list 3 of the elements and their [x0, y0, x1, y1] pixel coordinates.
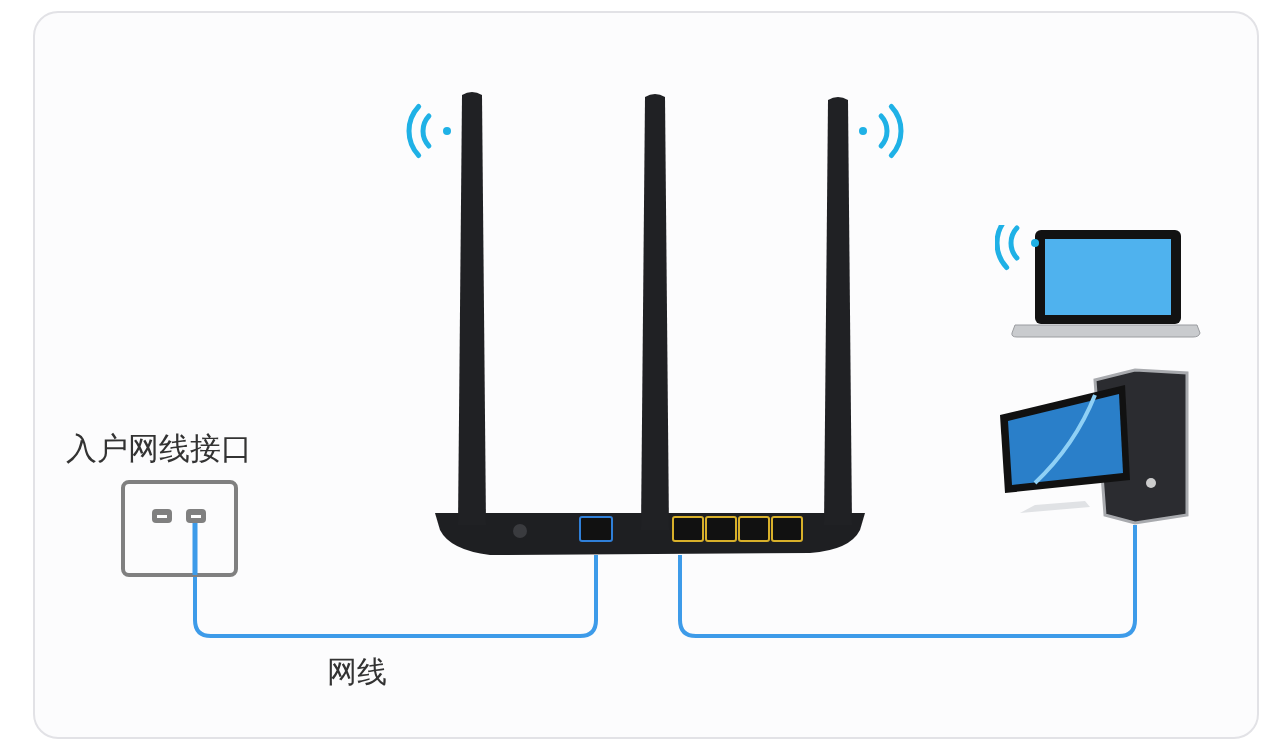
cable-line — [193, 555, 598, 638]
cable-line — [678, 525, 1137, 638]
socket-label: 入户网线接口 — [66, 429, 252, 468]
